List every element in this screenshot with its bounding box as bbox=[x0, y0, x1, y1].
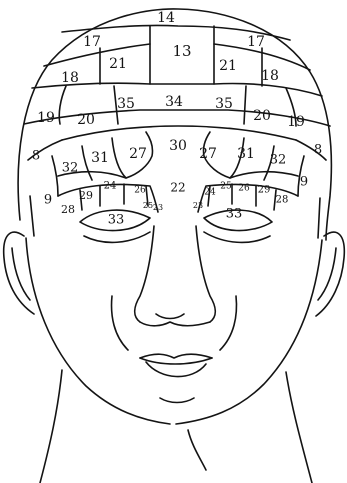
region-number-label: 34 bbox=[165, 94, 183, 110]
region-number-label: 14 bbox=[157, 10, 175, 26]
right-ear bbox=[316, 232, 344, 316]
region-border bbox=[58, 172, 298, 178]
region-number-label: 30 bbox=[169, 138, 187, 154]
region-number-label: 27 bbox=[199, 146, 217, 162]
neck-left bbox=[40, 370, 62, 483]
region-number-label: 20 bbox=[253, 108, 271, 124]
region-number-label: 33 bbox=[226, 207, 243, 222]
region-number-label: 31 bbox=[91, 150, 109, 166]
region-border bbox=[24, 110, 330, 126]
adams-apple bbox=[188, 430, 206, 470]
region-number-label: 20 bbox=[77, 112, 95, 128]
region-number-label: 17 bbox=[247, 34, 265, 50]
region-number-label: 8 bbox=[32, 149, 40, 164]
region-number-label: 22 bbox=[170, 181, 185, 195]
region-number-label: 28 bbox=[276, 195, 289, 206]
region-number-label: 35 bbox=[215, 96, 233, 112]
region-number-label: 23 bbox=[153, 203, 163, 212]
region-number-label: 17 bbox=[83, 34, 101, 50]
upper-lip bbox=[140, 354, 212, 358]
region-number-label: 18 bbox=[61, 70, 79, 86]
region-number-label: 19 bbox=[287, 114, 305, 130]
mouth-line bbox=[140, 358, 212, 364]
neck-right bbox=[286, 372, 312, 483]
region-number-label: 8 bbox=[314, 143, 322, 158]
region-number-label: 21 bbox=[109, 56, 127, 72]
nose-bridge-right bbox=[196, 226, 215, 322]
region-number-label: 19 bbox=[37, 110, 55, 126]
nostrils bbox=[140, 322, 210, 326]
region-number-label: 18 bbox=[261, 68, 279, 84]
left-nasolabial bbox=[112, 296, 128, 350]
right-cheek-line bbox=[176, 240, 322, 424]
region-number-label: 31 bbox=[237, 146, 255, 162]
region-number-label: 35 bbox=[117, 96, 135, 112]
region-number-label: 26 bbox=[238, 184, 250, 194]
region-number-label: 28 bbox=[61, 203, 75, 216]
left-eyelid bbox=[84, 232, 150, 242]
right-eyelid bbox=[204, 232, 270, 242]
left-ear bbox=[4, 232, 34, 314]
region-number-label: 9 bbox=[44, 193, 52, 208]
region-number-label: 24 bbox=[104, 181, 117, 192]
region-number-label: 23 bbox=[193, 201, 203, 210]
region-number-label: 26 bbox=[134, 186, 146, 196]
region-number-label: 13 bbox=[172, 42, 191, 60]
region-number-label: 21 bbox=[219, 58, 237, 74]
nose-bridge-left bbox=[135, 226, 154, 322]
region-number-label: 27 bbox=[129, 146, 147, 162]
region-number-label: 32 bbox=[62, 161, 79, 176]
chin-crease bbox=[160, 398, 194, 403]
region-number-label: 29 bbox=[258, 185, 271, 196]
region-number-label: 25 bbox=[143, 201, 153, 210]
region-number-label: 25 bbox=[220, 182, 232, 192]
region-number-label: 9 bbox=[300, 175, 308, 190]
nose-tip bbox=[156, 314, 184, 319]
right-nasolabial bbox=[220, 296, 236, 350]
region-number-label: 32 bbox=[270, 153, 287, 168]
region-number-label: 33 bbox=[108, 213, 125, 228]
region-number-label: 29 bbox=[79, 189, 93, 202]
region-number-label: 24 bbox=[204, 188, 216, 198]
